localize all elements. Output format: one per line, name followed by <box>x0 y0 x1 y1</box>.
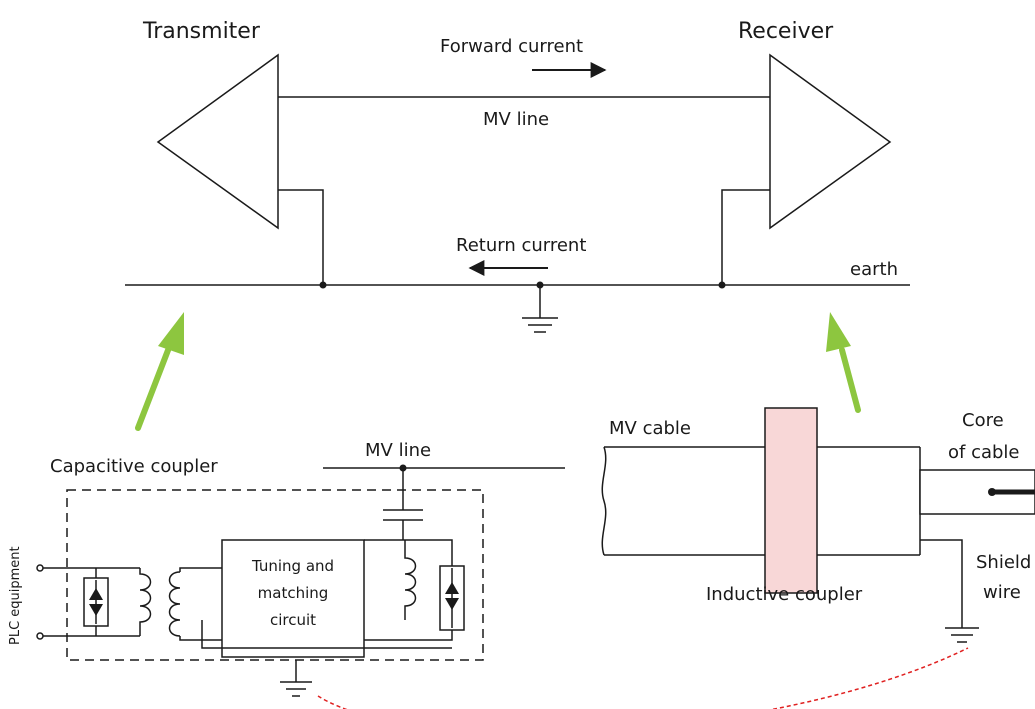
receiver-ground-lead <box>721 189 770 285</box>
red-dashed-ground-link <box>317 647 969 709</box>
mv-cable-body <box>601 446 1035 556</box>
earth-label: earth <box>850 259 898 280</box>
capacitive-coupler-boundary <box>66 489 484 661</box>
inductive-coupler-body <box>764 407 818 594</box>
secondary-side-wiring <box>201 539 453 649</box>
receiver-symbol <box>769 53 892 230</box>
shield-label-line2: wire <box>983 582 1021 603</box>
cable-core-dot <box>988 488 996 496</box>
tuning-label-line3: circuit <box>270 611 316 629</box>
capacitive-coupler-label: Capacitive coupler <box>50 456 218 477</box>
junction-dot-left <box>319 281 327 289</box>
primary-side-wiring <box>43 567 152 637</box>
terminal-top <box>36 564 44 572</box>
surge-arrester-right <box>439 565 465 631</box>
ground-symbol-capacitive <box>280 660 312 697</box>
terminal-bottom <box>36 632 44 640</box>
plc-equipment-label: PLC equipment <box>8 546 23 645</box>
forward-current-label: Forward current <box>440 36 583 57</box>
shield-label-line1: Shield <box>976 552 1031 573</box>
mv-line-coupler-label: MV line <box>365 440 431 461</box>
ground-symbol-inductive <box>945 627 979 643</box>
core-label-line2: of cable <box>948 442 1020 463</box>
shield-wire <box>920 539 963 628</box>
inductive-coupler-label: Inductive coupler <box>706 584 863 605</box>
transmitter-ground-lead <box>278 189 324 285</box>
tuning-label-line2: matching <box>258 584 329 602</box>
junction-dot-right <box>718 281 726 289</box>
green-arrow-left <box>135 312 184 431</box>
core-label-line1: Core <box>962 410 1004 431</box>
transmitter-label: Transmiter <box>142 19 261 44</box>
green-arrow-right <box>826 312 861 413</box>
mv-line-top-label: MV line <box>483 109 549 130</box>
receiver-label: Receiver <box>738 19 834 44</box>
tuning-label-line1: Tuning and <box>251 557 334 575</box>
mv-cable-label: MV cable <box>609 418 691 439</box>
return-current-label: Return current <box>456 235 586 256</box>
coupling-capacitor <box>383 468 423 540</box>
ground-symbol-middle <box>522 285 558 333</box>
tuning-matching-circuit <box>221 539 365 658</box>
transmitter-symbol <box>156 53 279 230</box>
transformer-secondary <box>168 567 222 641</box>
surge-arrester-left <box>83 568 109 636</box>
